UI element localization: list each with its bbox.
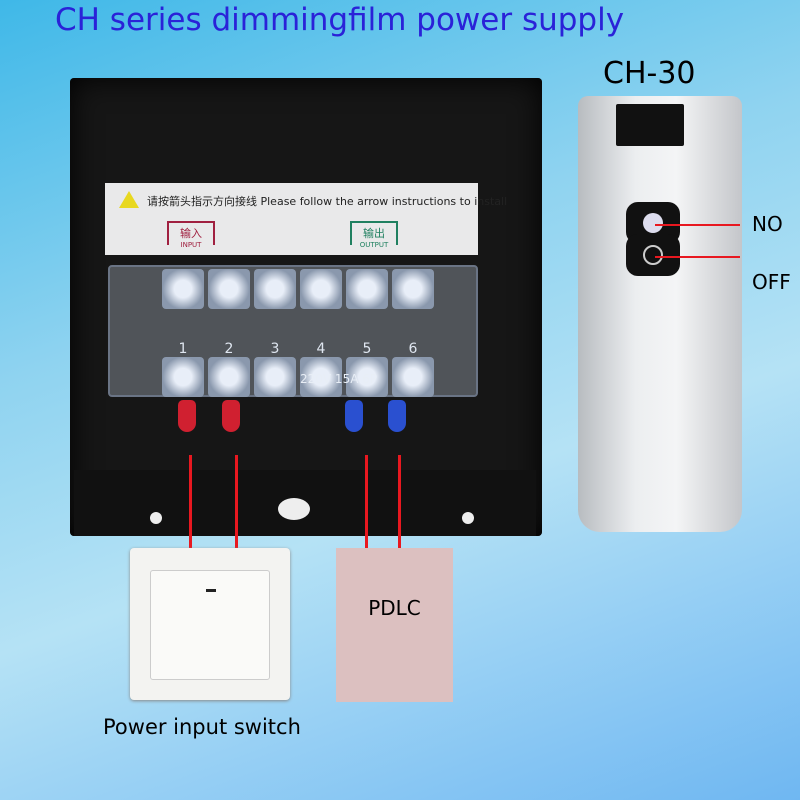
screw-icon — [300, 357, 342, 397]
off-label: OFF — [752, 270, 791, 294]
screw-icon — [254, 269, 296, 309]
screw-icon — [254, 357, 296, 397]
screw-icon — [300, 269, 342, 309]
terminal-number: 6 — [408, 341, 418, 357]
wire-terminal — [178, 400, 196, 432]
switch-rocker[interactable] — [150, 570, 270, 680]
on-button-icon — [643, 213, 663, 233]
mount-hole — [462, 512, 474, 524]
screw-icon — [392, 357, 434, 397]
switch-caption: Power input switch — [103, 715, 301, 739]
pdlc-panel: PDLC — [336, 548, 453, 702]
page-title: CH series dimmingfilm power supply — [55, 2, 625, 38]
terminal-number: 1 — [178, 341, 188, 357]
screw-icon — [208, 357, 250, 397]
output-en: OUTPUT — [359, 241, 389, 249]
bottom-screws — [162, 357, 434, 397]
terminal-number: 5 — [362, 341, 372, 357]
screw-icon — [346, 357, 388, 397]
model-label: CH-30 — [603, 56, 696, 91]
instruction-label: 请按箭头指示方向接线 Please follow the arrow instr… — [105, 183, 507, 255]
output-wire — [365, 455, 368, 550]
output-wire — [398, 455, 401, 550]
screw-icon — [208, 269, 250, 309]
switch-indicator — [206, 589, 216, 592]
pdlc-label: PDLC — [368, 596, 421, 620]
power-switch[interactable] — [130, 548, 290, 700]
terminal-numbers: 1 2 3 4 5 6 — [162, 341, 434, 357]
screw-icon — [346, 269, 388, 309]
mount-hole — [278, 498, 310, 520]
terminal-number: 4 — [316, 341, 326, 357]
remote-window — [616, 104, 684, 146]
screw-icon — [162, 269, 204, 309]
rating-text: 220V 15A 6P — [300, 372, 378, 386]
off-button[interactable] — [626, 234, 680, 276]
warning-icon — [119, 191, 139, 208]
terminal-block: 1 2 3 4 5 6 — [108, 265, 478, 397]
input-en: INPUT — [180, 241, 202, 249]
on-pointer-line — [655, 224, 740, 226]
mount-hole — [150, 512, 162, 524]
output-cn: 输出 — [363, 227, 385, 240]
input-wire — [189, 455, 192, 550]
input-cn: 输入 — [180, 227, 202, 240]
remote-control — [578, 96, 742, 532]
off-button-icon — [643, 245, 663, 265]
terminal-number: 3 — [270, 341, 280, 357]
wire-terminal — [388, 400, 406, 432]
input-wire — [235, 455, 238, 550]
wire-terminal — [222, 400, 240, 432]
terminal-number: 2 — [224, 341, 234, 357]
top-screws — [162, 269, 434, 309]
wire-terminal — [345, 400, 363, 432]
warning-text: 请按箭头指示方向接线 Please follow the arrow instr… — [147, 195, 508, 208]
screw-icon — [392, 269, 434, 309]
on-label: NO — [752, 212, 783, 236]
screw-icon — [162, 357, 204, 397]
off-pointer-line — [655, 256, 740, 258]
